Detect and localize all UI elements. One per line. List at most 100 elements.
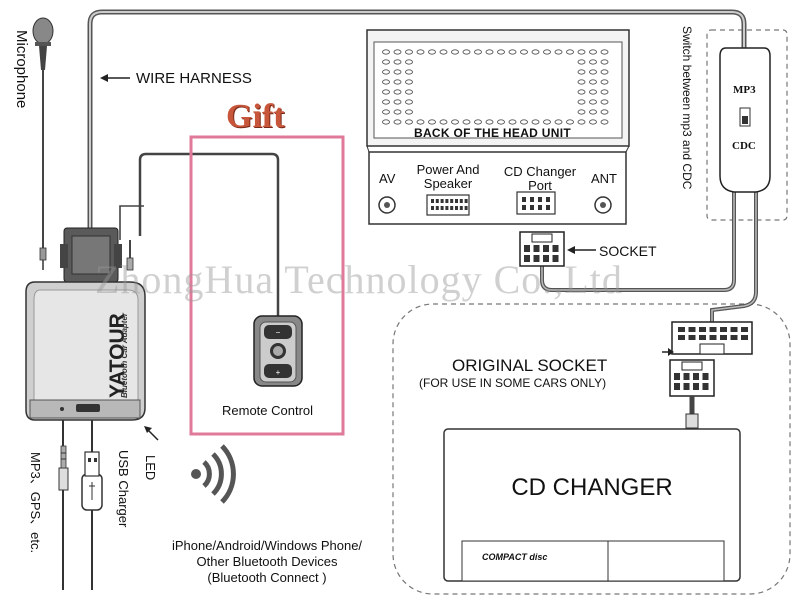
switch-mp3-label: MP3 — [733, 84, 756, 96]
vent-slot — [382, 99, 390, 105]
adapter-subtitle: Bluetooth Car Adapter — [120, 312, 129, 398]
connector-pin — [445, 206, 449, 210]
connector-pin — [455, 206, 458, 210]
connector-pin — [709, 327, 717, 332]
vent-slot — [497, 119, 505, 125]
original-socket-label: ORIGINAL SOCKET — [452, 356, 608, 375]
vent-slot — [589, 109, 597, 115]
vent-slot — [393, 69, 402, 75]
gift-frame — [189, 135, 345, 436]
vent-slot — [600, 69, 609, 75]
cd-changer-unit — [443, 428, 741, 582]
connector-pin — [435, 199, 439, 203]
svg-text:−: − — [276, 328, 281, 337]
vent-slot — [485, 119, 494, 125]
vent-slot — [508, 119, 517, 125]
vent-slot — [451, 119, 459, 125]
connector-pin — [688, 335, 696, 340]
mp3-gps-label: MP3、GPS、etc. — [28, 452, 43, 554]
wire-harness-label: WIRE HARNESS — [136, 70, 252, 87]
vent-slot — [589, 59, 597, 65]
vent-slot — [393, 109, 402, 115]
watermark: ZhongHua Technology Co.,Ltd — [95, 257, 623, 302]
vent-slot — [531, 49, 540, 55]
connector-pin — [459, 199, 463, 203]
switch-dashed-frame — [706, 29, 788, 221]
socket-label: SOCKET — [599, 243, 657, 259]
led-arrow — [144, 426, 159, 441]
connector-pin — [683, 383, 690, 390]
vent-slot — [589, 119, 597, 125]
connector-pin — [440, 206, 444, 210]
connector-pin — [702, 373, 709, 380]
devices-label-3: (Bluetooth Connect ) — [207, 570, 327, 585]
adapter-connector — [60, 227, 134, 283]
vent-slot — [600, 49, 609, 55]
usb-charger-label: USB Charger — [116, 450, 131, 528]
vent-slot — [393, 119, 402, 125]
devices-label-1: iPhone/Android/Windows Phone/ — [171, 538, 363, 553]
optional-area-dashed-frame — [392, 303, 791, 595]
vent-slot — [508, 49, 517, 55]
vent-slot — [577, 49, 586, 55]
usb-plug-icon — [81, 420, 103, 590]
head-unit-back — [366, 29, 630, 225]
connector-pin — [709, 335, 717, 340]
vent-slot — [428, 49, 436, 55]
microphone-label: Microphone — [13, 30, 30, 109]
connector-pin — [435, 206, 439, 210]
vent-slot — [416, 49, 425, 55]
connector-pin — [464, 199, 468, 203]
connector-pin — [683, 373, 690, 380]
vent-slot — [589, 79, 597, 85]
connector-pin — [450, 199, 454, 203]
remote-control-label: Remote Control — [222, 403, 314, 418]
connector-pin — [543, 255, 549, 262]
vent-slot — [382, 89, 390, 95]
gift-label: Gift — [226, 98, 285, 135]
connector-pin — [533, 255, 540, 262]
connector-pin — [538, 197, 542, 202]
connector-pin — [678, 335, 685, 340]
vent-slot — [577, 89, 586, 95]
power-speaker-label-1: Power And — [416, 162, 480, 177]
vent-slot — [393, 79, 402, 85]
vent-slot — [543, 49, 551, 55]
bluetooth-wave-icon — [191, 444, 236, 504]
vent-slot — [405, 79, 413, 85]
power-speaker-port — [426, 194, 470, 216]
cd-port-label-2: Port — [528, 178, 552, 193]
connector-pin — [678, 327, 685, 332]
vent-slot — [531, 119, 540, 125]
connector-pin — [730, 335, 738, 340]
remote-wire — [138, 152, 280, 316]
compact-disc-logo: COMPACT disc — [482, 552, 548, 562]
connector-pin — [445, 199, 449, 203]
vent-slot — [577, 99, 586, 105]
cd-changer-label: CD CHANGER — [511, 474, 673, 501]
connector-pin — [538, 205, 542, 210]
vent-slot — [405, 69, 413, 75]
av-label: AV — [379, 171, 396, 186]
vent-slot — [589, 99, 597, 105]
vent-slot — [451, 49, 459, 55]
cd-port-label-1: CD Changer — [503, 164, 577, 179]
vent-slot — [600, 59, 609, 65]
vent-slot — [393, 99, 402, 105]
connector-pin — [530, 197, 534, 202]
vent-slot — [462, 49, 471, 55]
vent-slot — [428, 119, 436, 125]
socket-arrow — [567, 246, 596, 254]
vent-slot — [416, 119, 425, 125]
vent-slot — [405, 89, 413, 95]
av-port — [378, 196, 396, 214]
connector-pin — [459, 206, 463, 210]
original-socket-arrow — [662, 348, 674, 356]
vent-slot — [577, 109, 586, 115]
vent-slot — [382, 109, 390, 115]
vent-slot — [405, 109, 413, 115]
vent-slot — [382, 59, 390, 65]
vent-slot — [589, 49, 597, 55]
vent-slot — [520, 49, 528, 55]
